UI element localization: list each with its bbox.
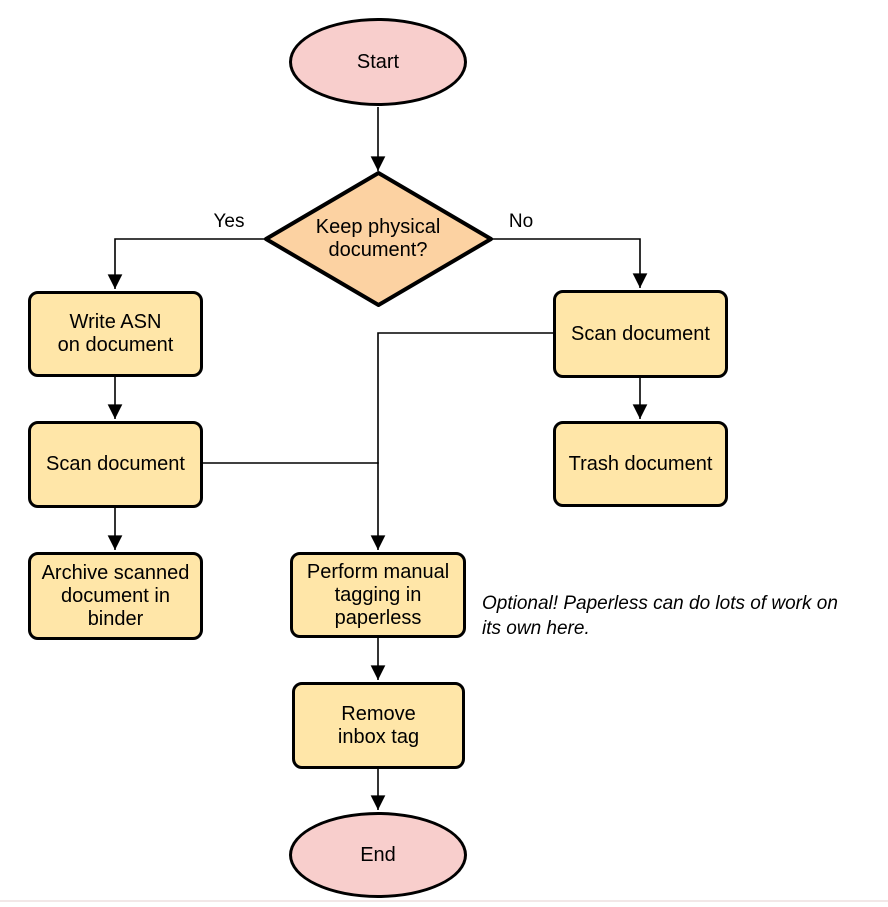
- note-optional: Optional! Paperless can do lots of work …: [482, 593, 838, 639]
- node-start-label: Start: [356, 50, 400, 73]
- edge-decision-yes-to-write-asn: [107, 238, 266, 289]
- node-end-label: End: [360, 843, 396, 866]
- node-decision: Keep physical document?: [288, 194, 468, 284]
- node-decision-label: Keep physical document?: [315, 216, 441, 261]
- node-write-asn-label: Write ASN on document: [57, 311, 174, 356]
- node-tagging: Perform manual tagging in paperless: [290, 552, 466, 638]
- edge-scan-right-to-tagging: [370, 332, 553, 550]
- edge-label-no: No: [508, 211, 534, 232]
- node-trash: Trash document: [553, 421, 728, 507]
- node-write-asn: Write ASN on document: [28, 291, 203, 377]
- node-start: Start: [289, 18, 467, 106]
- node-end: End: [289, 812, 467, 898]
- node-decision-shape: [264, 171, 493, 307]
- node-remove-tag: Remove inbox tag: [292, 682, 465, 769]
- node-scan-left: Scan document: [28, 421, 203, 508]
- node-scan-right-label: Scan document: [571, 322, 710, 345]
- edge-decision-no-to-scan-right: [491, 238, 648, 288]
- node-archive: Archive scanned document in binder: [28, 552, 203, 640]
- node-trash-label: Trash document: [568, 452, 713, 475]
- node-scan-right: Scan document: [553, 290, 728, 378]
- node-scan-left-label: Scan document: [46, 453, 185, 475]
- node-tagging-label: Perform manual tagging in paperless: [306, 560, 450, 629]
- edge-label-yes: Yes: [213, 211, 245, 232]
- bottom-rule: [0, 900, 888, 902]
- node-remove-tag-label: Remove inbox tag: [337, 702, 420, 748]
- node-archive-label: Archive scanned document in binder: [41, 561, 190, 630]
